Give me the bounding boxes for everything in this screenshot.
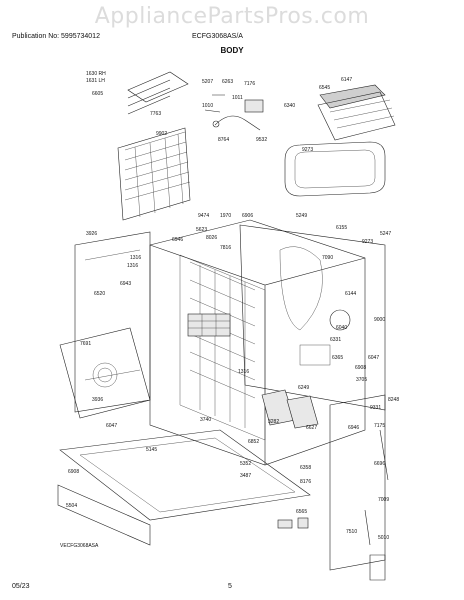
part-label: 8176 <box>300 479 312 485</box>
part-label: 1970 <box>220 213 232 219</box>
part-label: 3487 <box>240 473 252 479</box>
part-label: 1010 <box>202 103 214 109</box>
model-number: ECFG3068AS/A <box>192 33 243 40</box>
section-title: BODY <box>220 46 244 55</box>
part-label: 6605 <box>92 91 104 97</box>
part-label: 1630 RH <box>86 71 106 77</box>
watermark: AppliancePartsPros.com <box>94 4 370 29</box>
part-label: 7510 <box>346 529 358 535</box>
part-label: 7176 <box>244 81 256 87</box>
part-label: 5504 <box>66 503 78 509</box>
part-label: 8764 <box>218 137 230 143</box>
part-label: 9532 <box>256 137 268 143</box>
part-label: 6358 <box>300 465 312 471</box>
part-label: 6696 <box>374 461 386 467</box>
part-label: 8248 <box>388 397 400 403</box>
part-label: 9902 <box>156 131 168 137</box>
part-label: 6946 <box>348 425 360 431</box>
oven-racks <box>117 127 191 221</box>
part-label: 6331 <box>330 337 342 343</box>
part-label: 1316 <box>127 263 139 269</box>
part-label: 7009 <box>378 497 390 503</box>
small-parts <box>277 429 389 581</box>
part-label: 6040 <box>336 325 348 331</box>
part-label: 8026 <box>206 235 218 241</box>
part-label: 6852 <box>248 439 260 445</box>
part-label: 1316 <box>238 369 250 375</box>
part-label: 6946 <box>172 237 184 243</box>
part-label: 6249 <box>298 385 310 391</box>
part-label: 5249 <box>296 213 308 219</box>
part-label: 5247 <box>380 231 392 237</box>
part-label: 6263 <box>222 79 234 85</box>
part-label: 7691 <box>80 341 92 347</box>
oven-bottom-cover <box>284 141 386 197</box>
part-label: 6155 <box>336 225 348 231</box>
part-label: 3705 <box>356 377 368 383</box>
part-label: 9474 <box>198 213 210 219</box>
page-number: 5 <box>228 583 232 590</box>
part-label: 5145 <box>146 447 158 453</box>
part-label: 9273 <box>302 147 314 153</box>
part-label: 3936 <box>92 397 104 403</box>
part-label: 6147 <box>341 77 353 83</box>
bottom-drawer-tray <box>57 429 311 546</box>
part-label: 5623 <box>196 227 208 233</box>
part-label: 1631 LH <box>86 78 105 84</box>
part-label: 6906 <box>242 213 254 219</box>
part-label: 1316 <box>130 255 142 261</box>
footer-date: 05/23 <box>12 583 30 590</box>
publication-number: Publication No: 5995734012 <box>12 33 100 40</box>
part-label: 6340 <box>284 103 296 109</box>
part-label: 6365 <box>332 355 344 361</box>
rack-slides <box>127 71 189 115</box>
oven-cavity-body <box>149 219 366 466</box>
insulation-blocks <box>261 389 319 429</box>
part-label: 6047 <box>368 355 380 361</box>
diagram-id: VECFG3068ASA <box>60 543 99 549</box>
part-label: 6545 <box>319 85 331 91</box>
part-label: 9273 <box>362 239 374 245</box>
part-label: 7763 <box>150 111 162 117</box>
part-label: 6908 <box>68 469 80 475</box>
part-label: 6047 <box>106 423 118 429</box>
part-label: 5207 <box>202 79 214 85</box>
part-label: 3740 <box>200 417 212 423</box>
part-label: 6565 <box>296 509 308 515</box>
part-label: 9331 <box>370 405 382 411</box>
part-label: 3282 <box>268 419 280 425</box>
broil-burner <box>317 84 396 141</box>
part-label: 9000 <box>374 317 386 323</box>
part-label: 6943 <box>120 281 132 287</box>
part-label: 6627 <box>306 425 318 431</box>
part-label: 7175 <box>374 423 386 429</box>
part-label: 7090 <box>322 255 334 261</box>
part-label: 6908 <box>355 365 367 371</box>
part-label: 3926 <box>86 231 98 237</box>
oven-door <box>59 327 151 419</box>
side-panel-right <box>329 394 386 571</box>
part-label: 1011 <box>232 95 243 101</box>
part-label: 5010 <box>378 535 390 541</box>
part-label: 5352 <box>240 461 252 467</box>
part-label: 6144 <box>345 291 357 297</box>
part-label: 7816 <box>220 245 232 251</box>
part-label: 6520 <box>94 291 106 297</box>
igniter-assembly <box>204 94 264 131</box>
